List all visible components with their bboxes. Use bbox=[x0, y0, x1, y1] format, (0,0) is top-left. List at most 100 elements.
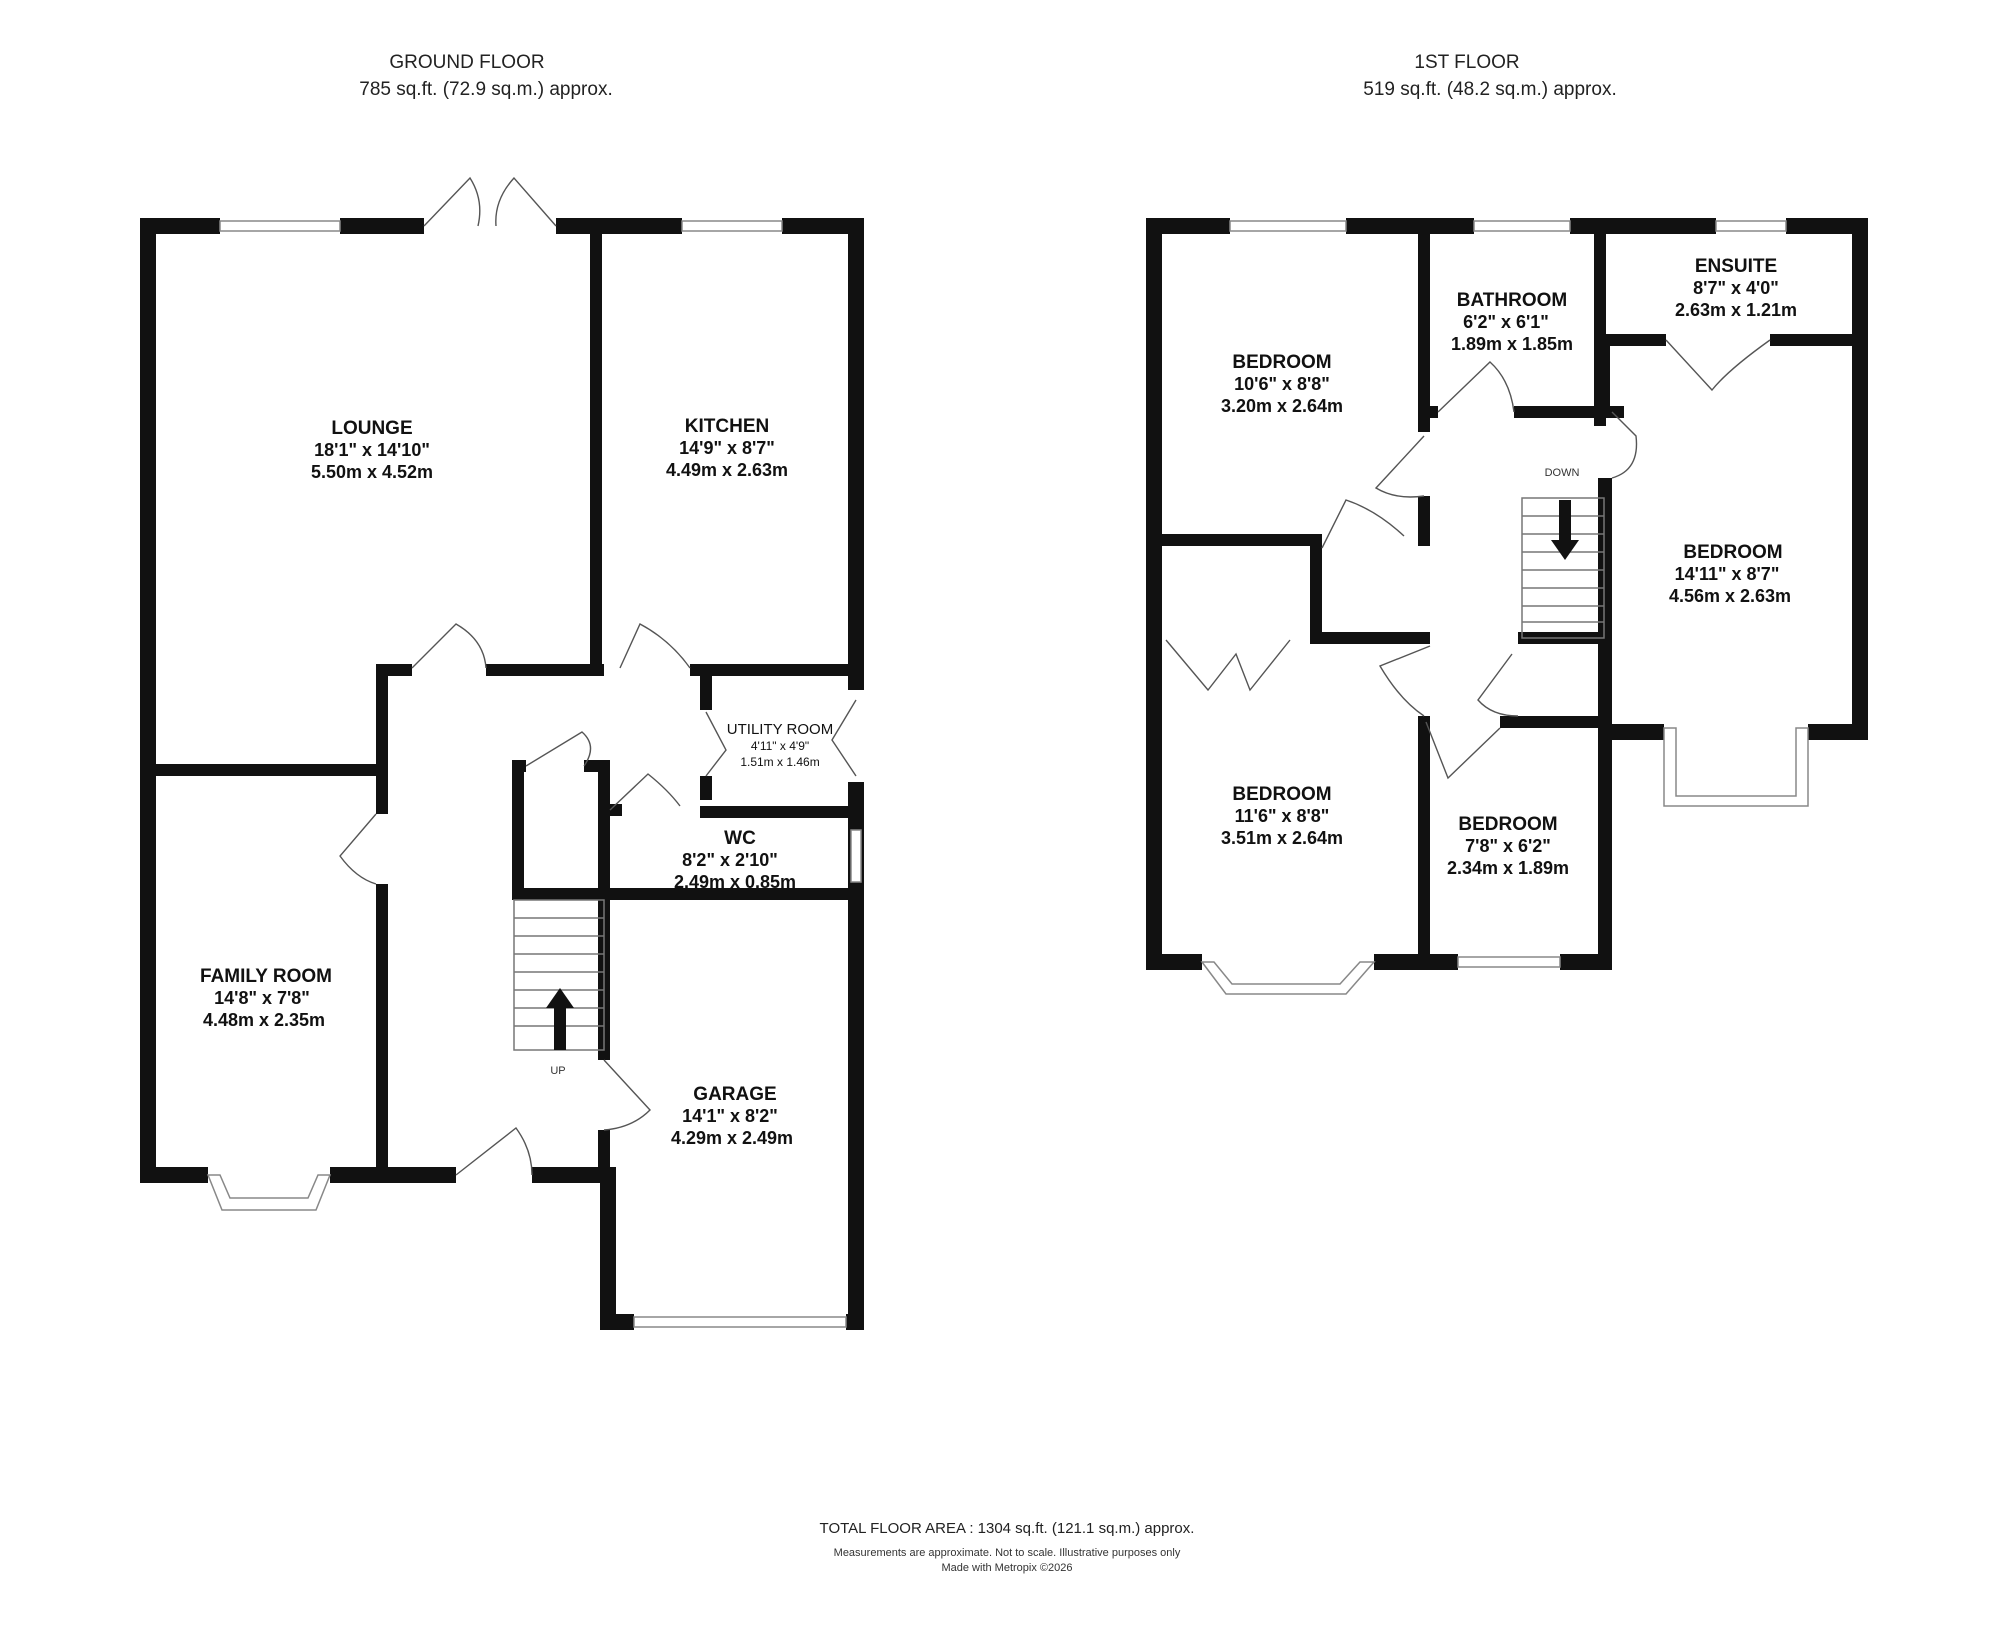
door-lounge bbox=[411, 623, 487, 669]
room-imperial: 14'9" x 8'7" bbox=[679, 438, 775, 458]
wall bbox=[700, 776, 712, 800]
disclaimer: Measurements are approximate. Not to sca… bbox=[834, 1547, 1181, 1559]
wall bbox=[1146, 218, 1162, 970]
window bbox=[1715, 220, 1787, 232]
ground-floor-plan: UP LOUNGE 18'1" x 14'10" 5.50m x 4.52m K… bbox=[140, 176, 864, 1330]
wall bbox=[376, 664, 412, 676]
wall bbox=[1146, 534, 1310, 546]
wall bbox=[1146, 218, 1230, 234]
room-metric: 1.89m x 1.85m bbox=[1451, 334, 1573, 354]
room-name: BEDROOM bbox=[1232, 784, 1331, 805]
wall bbox=[330, 1167, 456, 1183]
wall bbox=[1346, 218, 1474, 234]
wall bbox=[848, 218, 864, 690]
room-name: BATHROOM bbox=[1457, 290, 1567, 311]
wall bbox=[1616, 218, 1716, 234]
room-imperial: 4'11" x 4'9" bbox=[751, 739, 809, 753]
room-metric: 4.29m x 2.49m bbox=[671, 1128, 793, 1148]
wall bbox=[600, 1167, 616, 1330]
wall bbox=[584, 760, 610, 772]
room-name: ENSUITE bbox=[1695, 256, 1777, 277]
door-bathroom bbox=[1437, 361, 1515, 413]
door-ensuite bbox=[1665, 339, 1771, 392]
door-bedroom2 bbox=[1611, 411, 1638, 479]
room-metric: 4.48m x 2.35m bbox=[203, 1010, 325, 1030]
bay-window bbox=[1200, 961, 1376, 995]
ground-floor-area: 785 sq.ft. (72.9 sq.m.) approx. bbox=[359, 79, 612, 100]
room-name: FAMILY ROOM bbox=[200, 966, 332, 987]
room-family-room: FAMILY ROOM 14'8" x 7'8" 4.48m x 2.35m bbox=[200, 966, 332, 1030]
credit: Made with Metropix ©2026 bbox=[941, 1562, 1072, 1574]
ground-floor-title: GROUND FLOOR bbox=[389, 52, 544, 73]
window bbox=[1229, 220, 1347, 232]
wall bbox=[1598, 478, 1612, 724]
wall bbox=[1418, 218, 1430, 432]
room-imperial: 8'2" x 2'10" bbox=[682, 850, 778, 870]
wall bbox=[848, 782, 864, 1330]
stairs-up-label: UP bbox=[550, 1065, 565, 1077]
wall bbox=[512, 760, 524, 890]
stairs-first bbox=[1521, 497, 1605, 639]
door-family-room bbox=[339, 813, 377, 885]
wall bbox=[1786, 218, 1866, 234]
wall bbox=[1560, 954, 1612, 970]
wall bbox=[1598, 346, 1610, 412]
room-metric: 4.49m x 2.63m bbox=[666, 460, 788, 480]
room-imperial: 14'11" x 8'7" bbox=[1675, 564, 1780, 584]
stairs-down-label: DOWN bbox=[1545, 467, 1580, 479]
door-wardrobe bbox=[1165, 639, 1291, 692]
garage-door bbox=[633, 1316, 847, 1328]
wall bbox=[1594, 412, 1606, 426]
wall bbox=[1418, 406, 1438, 418]
wall bbox=[598, 1130, 610, 1180]
room-metric: 2.34m x 1.89m bbox=[1447, 858, 1569, 878]
wall bbox=[532, 1167, 610, 1183]
bay-window bbox=[1663, 727, 1809, 807]
window bbox=[1457, 956, 1561, 968]
room-name: KITCHEN bbox=[685, 416, 769, 437]
wall bbox=[590, 218, 602, 668]
room-bathroom: BATHROOM 6'2" x 6'1" 1.89m x 1.85m bbox=[1451, 290, 1573, 354]
room-ensuite: ENSUITE 8'7" x 4'0" 2.63m x 1.21m bbox=[1675, 256, 1797, 320]
wall bbox=[1374, 954, 1458, 970]
wall bbox=[1310, 632, 1430, 644]
room-name: LOUNGE bbox=[331, 418, 412, 439]
room-imperial: 11'6" x 8'8" bbox=[1235, 806, 1330, 826]
door-garage bbox=[603, 1059, 651, 1131]
room-imperial: 14'1" x 8'2" bbox=[682, 1106, 778, 1126]
wall bbox=[140, 1167, 208, 1183]
room-bedroom-2: BEDROOM 14'11" x 8'7" 4.56m x 2.63m bbox=[1669, 542, 1791, 606]
room-utility: UTILITY ROOM 4'11" x 4'9" 1.51m x 1.46m bbox=[727, 721, 833, 769]
wall bbox=[1606, 334, 1666, 346]
room-name: BEDROOM bbox=[1232, 352, 1331, 373]
room-imperial: 18'1" x 14'10" bbox=[314, 440, 430, 460]
wall bbox=[1310, 534, 1322, 644]
wall bbox=[556, 218, 682, 234]
room-name: WC bbox=[724, 828, 756, 849]
window bbox=[681, 220, 783, 232]
wall bbox=[512, 888, 864, 900]
wall bbox=[340, 218, 424, 234]
wall bbox=[604, 804, 622, 816]
door-front bbox=[455, 1127, 533, 1176]
room-metric: 4.56m x 2.63m bbox=[1669, 586, 1791, 606]
room-metric: 3.20m x 2.64m bbox=[1221, 396, 1343, 416]
room-metric: 1.51m x 1.46m bbox=[740, 755, 819, 769]
room-lounge: LOUNGE 18'1" x 14'10" 5.50m x 4.52m bbox=[311, 418, 433, 482]
total-floor-area: TOTAL FLOOR AREA : 1304 sq.ft. (121.1 sq… bbox=[820, 1520, 1195, 1537]
door-wc bbox=[609, 773, 681, 811]
room-bedroom-4: BEDROOM 7'8" x 6'2" 2.34m x 1.89m bbox=[1447, 814, 1569, 878]
french-door bbox=[423, 176, 557, 227]
room-imperial: 14'8" x 7'8" bbox=[214, 988, 310, 1008]
wall bbox=[512, 760, 526, 772]
door-bedroom4-a bbox=[1477, 653, 1519, 717]
room-wc: WC 8'2" x 2'10" 2.49m x 0.85m bbox=[674, 828, 796, 892]
room-imperial: 7'8" x 6'2" bbox=[1465, 836, 1551, 856]
room-bedroom-3: BEDROOM 11'6" x 8'8" 3.51m x 2.64m bbox=[1221, 784, 1343, 848]
stairs-ground bbox=[513, 899, 605, 1051]
wall bbox=[1146, 954, 1202, 970]
door-cupboard bbox=[1321, 499, 1405, 549]
room-imperial: 6'2" x 6'1" bbox=[1463, 312, 1549, 332]
window bbox=[1473, 220, 1571, 232]
